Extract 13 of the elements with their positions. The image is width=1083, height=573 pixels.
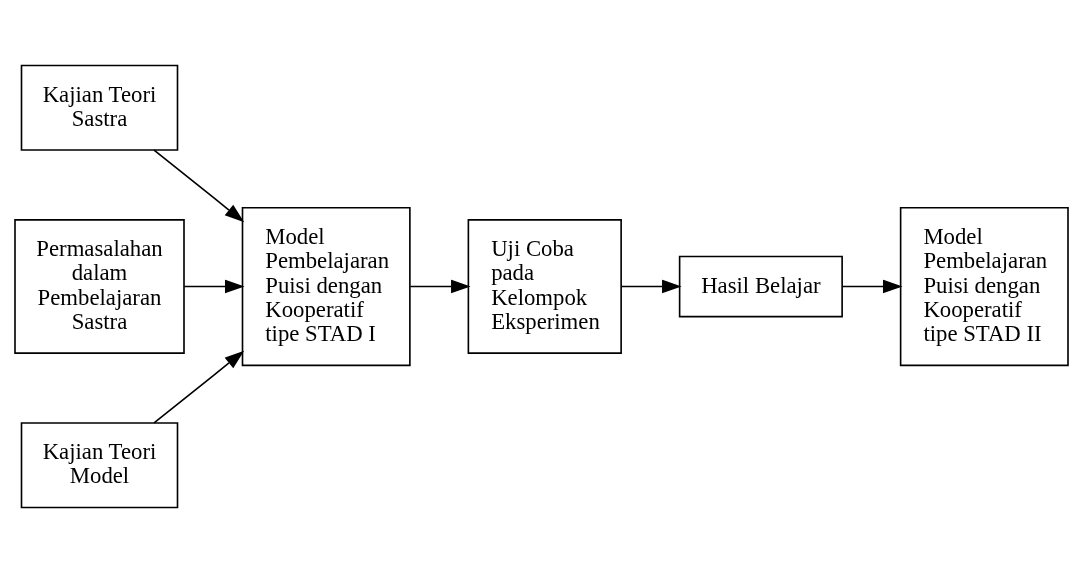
node-box: Permasalahan dalam Pembelajaran Sastra xyxy=(14,219,185,354)
arrow xyxy=(183,279,245,294)
node-box: Model Pembelajaran Puisi dengan Kooperatif tipe STAD II xyxy=(899,206,1069,367)
arrow xyxy=(153,149,245,223)
node-box: Model Pembelajaran Puisi dengan Kooperatif tipe STAD I xyxy=(241,206,411,367)
node-box: Hasil Belajar xyxy=(678,255,843,318)
arrow xyxy=(153,350,245,424)
arrow xyxy=(409,279,471,294)
arrow xyxy=(620,279,682,294)
arrow xyxy=(841,279,903,294)
node-box: Kajian Teori Sastra xyxy=(20,64,179,151)
node-box: Uji Coba pada Kelompok Eksperimen xyxy=(467,219,622,354)
node-box: Kajian Teori Model xyxy=(20,422,179,509)
